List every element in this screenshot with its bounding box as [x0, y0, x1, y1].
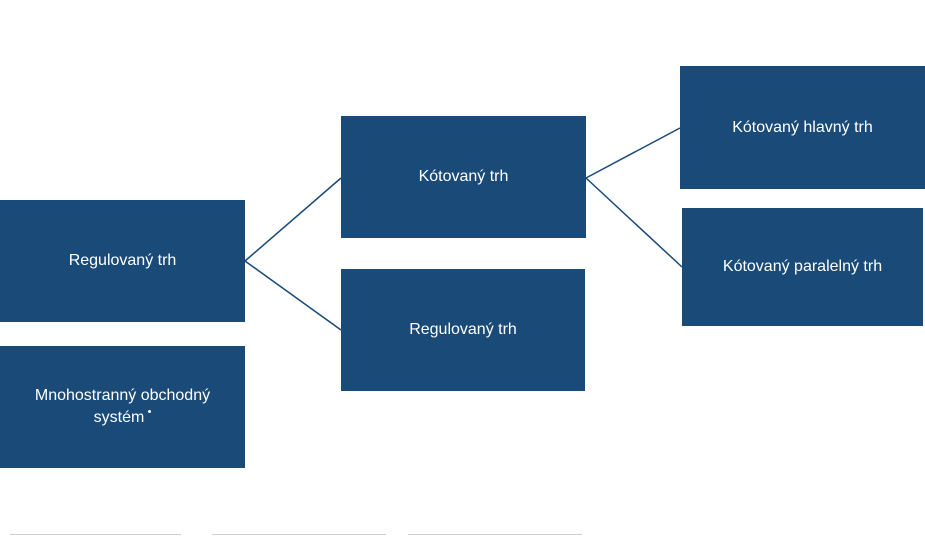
edge-regulated-to-regulated-mid: [244, 260, 342, 331]
node-label: Kótovaný paralelný trh: [722, 258, 883, 275]
node-label: Regulovaný trh: [68, 252, 177, 269]
node-listed-parallel-market: Kótovaný paralelný trh: [682, 208, 923, 326]
node-multilateral-trading-system: Mnohostranný obchodný systém: [0, 346, 245, 468]
edge-regulated-to-listed: [244, 177, 342, 262]
edge-listed-to-main: [585, 127, 681, 179]
footnote-dot-icon: [148, 410, 152, 413]
node-regulated-market-left: Regulovaný trh: [0, 200, 245, 322]
node-label: Kótovaný trh: [418, 168, 509, 185]
node-listed-market: Kótovaný trh: [341, 116, 586, 238]
node-listed-main-market: Kótovaný hlavný trh: [680, 66, 925, 189]
node-regulated-market-mid: Regulovaný trh: [341, 269, 585, 391]
node-label: Mnohostranný obchodný systém: [34, 387, 211, 426]
node-label: Kótovaný hlavný trh: [732, 118, 873, 136]
bottom-divider: [10, 534, 181, 535]
node-label: Regulovaný trh: [409, 321, 517, 338]
edge-listed-to-parallel: [585, 177, 683, 268]
bottom-divider: [408, 534, 582, 535]
bottom-divider: [212, 534, 386, 535]
